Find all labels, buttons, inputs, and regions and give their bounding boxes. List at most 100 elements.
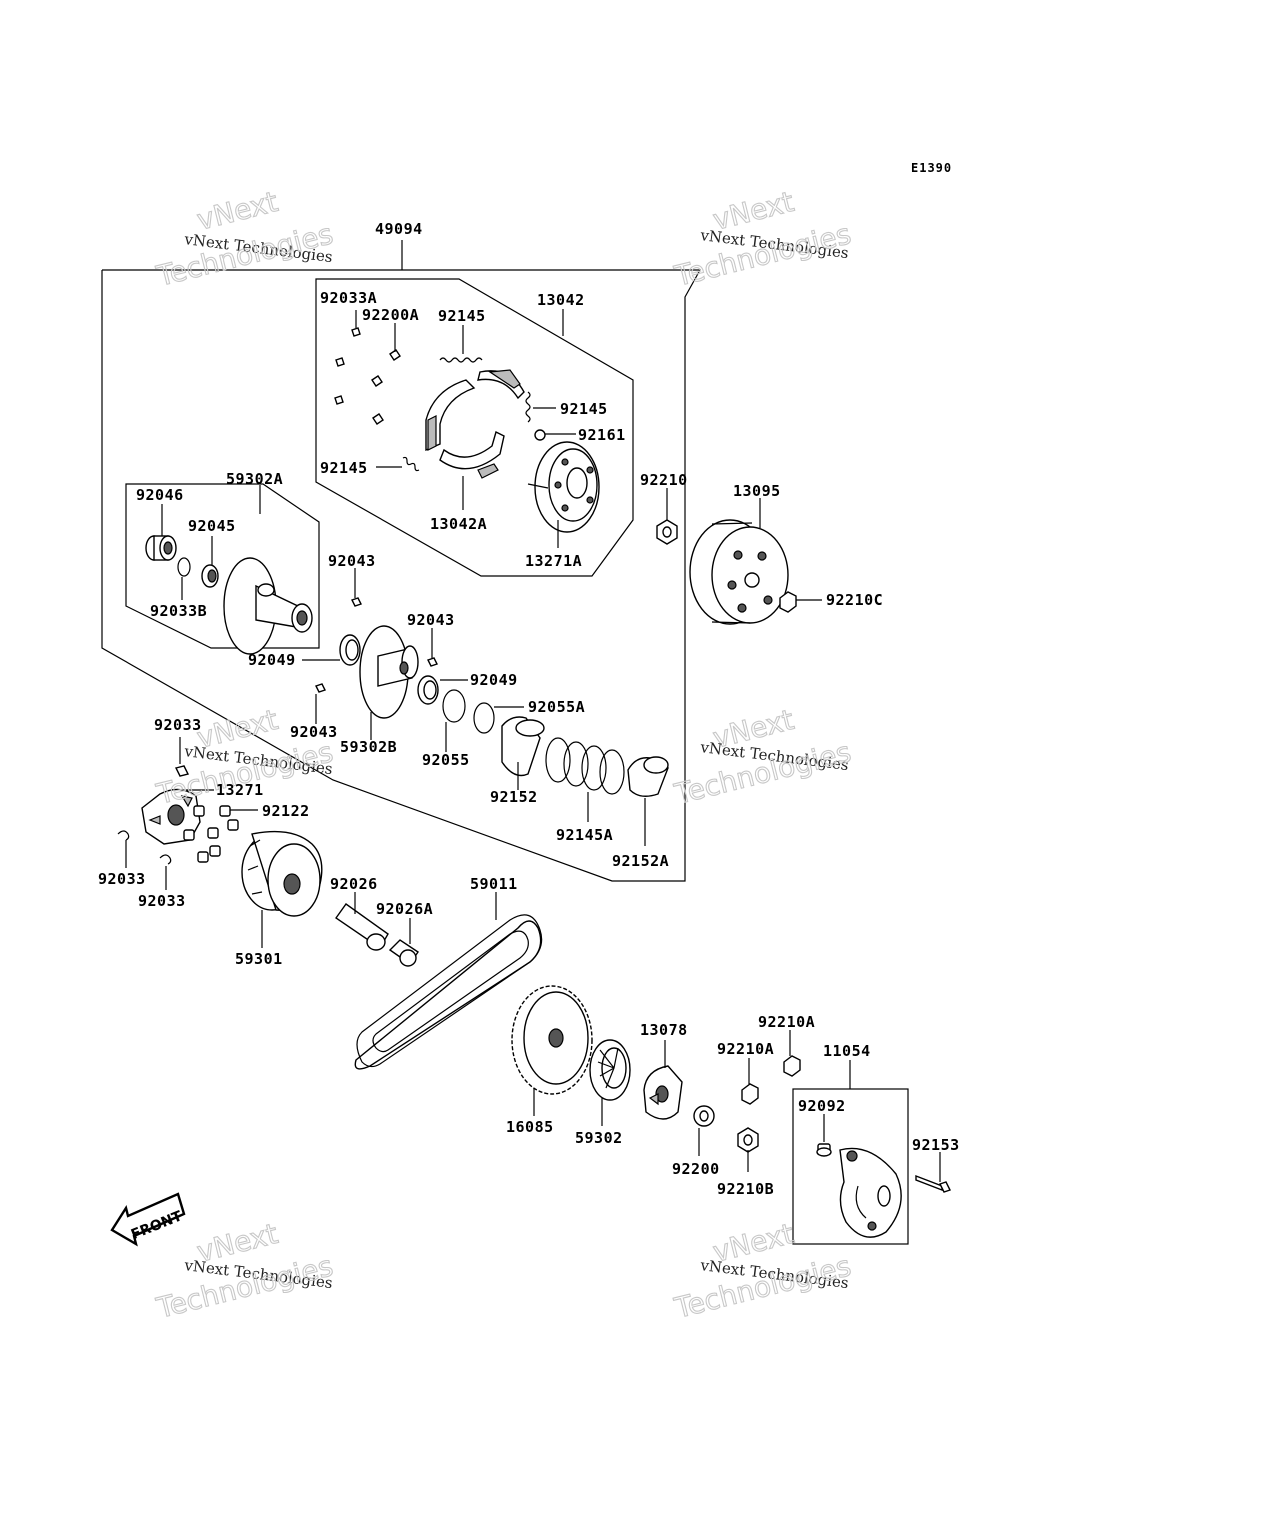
clutch-housing-13095 (689, 519, 789, 625)
label-92210A-lower: 92210A (717, 1040, 774, 1058)
watermark-mid-right: vNext vNext Technologies Technologies (670, 702, 855, 811)
label-92200: 92200 (672, 1160, 720, 1178)
label-13042A: 13042A (430, 515, 487, 533)
svg-text:vNext: vNext (194, 185, 281, 237)
label-92043-low: 92043 (290, 723, 338, 741)
pin-92043-top (351, 597, 362, 607)
seal-92049-right (417, 675, 439, 705)
driven-sheave-59302B (359, 625, 419, 719)
svg-text:Technologies: Technologies (153, 1249, 336, 1325)
label-92033A: 92033A (320, 289, 377, 307)
label-92026A: 92026A (376, 900, 433, 918)
watermark-bottom-right: vNext vNext Technologies Technologies (670, 1216, 855, 1325)
plate-13078 (643, 1065, 683, 1120)
rollers-92122 (183, 805, 239, 863)
label-16085: 16085 (506, 1118, 554, 1136)
clutch-plate-13271A (527, 441, 600, 533)
driven-sheave-59302A (223, 557, 313, 655)
bearing-92045 (201, 564, 219, 588)
label-92033-top: 92033 (154, 716, 202, 734)
clip-92033-bottom (159, 854, 172, 865)
label-92033B: 92033B (150, 602, 207, 620)
label-92043-mid: 92043 (407, 611, 455, 629)
watermark-bottom-left: vNext vNext Technologies Technologies (152, 1216, 337, 1325)
label-59302: 59302 (575, 1129, 623, 1147)
svg-text:Technologies: Technologies (153, 217, 336, 293)
svg-text:Technologies: Technologies (671, 217, 854, 293)
label-92033-bottom: 92033 (138, 892, 186, 910)
spring-92145-right (525, 391, 531, 423)
bolt-92153 (915, 1174, 951, 1193)
nut-92161 (534, 429, 546, 441)
assembly-outline-11054 (792, 1060, 909, 1245)
label-11054: 11054 (823, 1042, 871, 1060)
nut-92210C (779, 591, 797, 613)
bearing-92046 (145, 535, 177, 561)
label-59302B: 59302B (340, 738, 397, 756)
part-labels: 49094 92033A 92200A 92145 13042 92145 92… (98, 220, 960, 1198)
label-92055A: 92055A (528, 698, 585, 716)
clip-92033-top (174, 765, 190, 777)
label-92161: 92161 (578, 426, 626, 444)
label-92145-top: 92145 (438, 307, 486, 325)
collar-92026 (335, 903, 389, 951)
watermark-top-right: vNext vNext Technologies Technologies (670, 184, 855, 293)
label-92092: 92092 (798, 1097, 846, 1115)
label-92043-top: 92043 (328, 552, 376, 570)
label-92122: 92122 (262, 802, 310, 820)
nut-92210A-upper (783, 1055, 801, 1077)
label-92145A: 92145A (556, 826, 613, 844)
label-92210: 92210 (640, 471, 688, 489)
oring-92055A (473, 702, 495, 734)
drive-face-59301 (241, 830, 323, 917)
label-92049-left: 92049 (248, 651, 296, 669)
driven-pulley-16085 (511, 985, 593, 1095)
label-92046: 92046 (136, 486, 184, 504)
svg-text:Technologies: Technologies (671, 1249, 854, 1325)
label-92153: 92153 (912, 1136, 960, 1154)
clip-92033-left (117, 830, 130, 841)
clutch-pins (334, 327, 401, 425)
label-92152: 92152 (490, 788, 538, 806)
label-92145-left: 92145 (320, 459, 368, 477)
label-59011: 59011 (470, 875, 518, 893)
washer-92200 (693, 1105, 715, 1127)
label-92152A: 92152A (612, 852, 669, 870)
label-13271A: 13271A (525, 552, 582, 570)
spring-92145A (545, 737, 625, 795)
diagram-code: E1390 (911, 161, 952, 175)
label-13042: 13042 (537, 291, 585, 309)
label-92145-right: 92145 (560, 400, 608, 418)
label-49094: 49094 (375, 220, 423, 238)
label-92210B: 92210B (717, 1180, 774, 1198)
label-92033-left: 92033 (98, 870, 146, 888)
pin-92043-low (315, 683, 326, 693)
label-59302A: 59302A (226, 470, 283, 488)
collar-92152A (627, 756, 669, 797)
spring-92145-top (439, 357, 483, 363)
label-13271: 13271 (216, 781, 264, 799)
oring-92055 (442, 689, 466, 723)
label-92045: 92045 (188, 517, 236, 535)
label-59301: 59301 (235, 950, 283, 968)
label-13078: 13078 (640, 1021, 688, 1039)
drive-belt-59011 (354, 914, 543, 1070)
label-13095: 13095 (733, 482, 781, 500)
label-92210C: 92210C (826, 591, 883, 609)
watermark-top-left: vNext vNext Technologies Technologies (152, 184, 337, 293)
clutch-shoes (425, 369, 525, 479)
assembly-outline-49094 (101, 240, 702, 882)
collar-92026A (388, 939, 419, 967)
front-arrow: FRONT (110, 1192, 186, 1247)
label-92055: 92055 (422, 751, 470, 769)
pin-92043-mid (427, 657, 438, 667)
clutch-outline-13042 (315, 278, 634, 577)
nut-92210 (656, 519, 678, 545)
label-92026: 92026 (330, 875, 378, 893)
label-92049-right: 92049 (470, 671, 518, 689)
bracket-11054 (839, 1147, 902, 1238)
bearing-92092 (816, 1143, 832, 1157)
assembly-outline-59302A (125, 483, 320, 649)
circlip-92033B (177, 557, 191, 577)
